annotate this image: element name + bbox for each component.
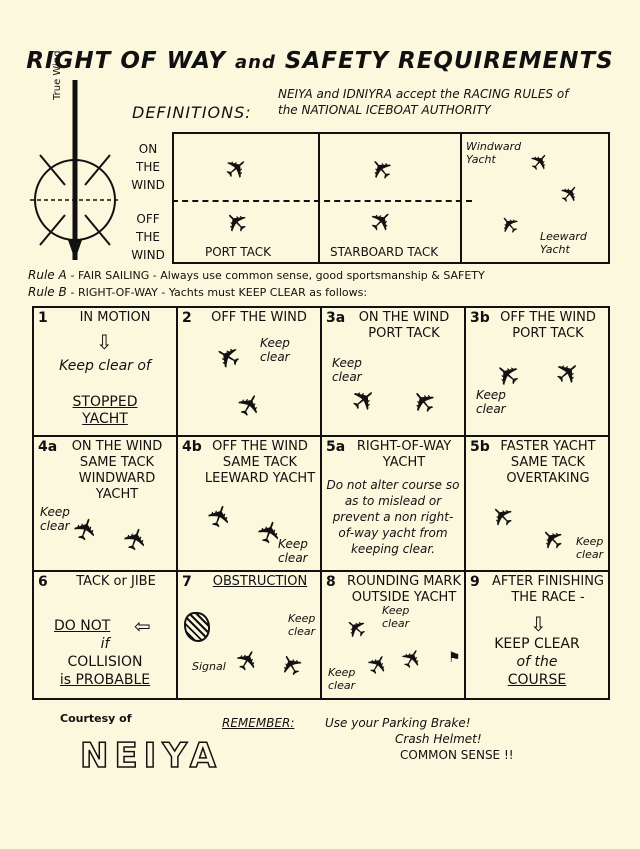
- obstruction-icon: [184, 612, 210, 642]
- off-the-wind-label: OFF THE WIND: [131, 212, 165, 262]
- iceboat-icon: ✈: [338, 608, 375, 646]
- starboard-tack-label: STARBOARD TACK: [330, 245, 439, 259]
- rule-cell-1: 1 IN MOTION ⇩ Keep clear of STOPPED YACH…: [32, 306, 178, 437]
- rule-cell-2: 2 OFF THE WIND Keep clear ✈ ✈: [176, 306, 322, 437]
- courtesy-label: Courtesy of: [60, 712, 132, 725]
- keep-clear-note: Keep clear: [476, 388, 506, 416]
- rule-b: Rule B - RIGHT-OF-WAY - Yachts must KEEP…: [28, 285, 368, 299]
- keep-clear-note: Keep clear: [382, 604, 410, 630]
- iceboat-icon: ✈: [208, 334, 249, 377]
- definitions-label: DEFINITIONS:: [132, 103, 252, 122]
- definitions-grid: [172, 132, 610, 264]
- iceboat-icon: ✈: [403, 379, 447, 422]
- rule-cell-5a: 5a RIGHT-OF-WAY YACHT Do not alter cours…: [320, 435, 466, 572]
- leeward-yacht-label: Leeward Yacht: [540, 230, 587, 256]
- wind-divider-line: [172, 200, 472, 202]
- iceboat-icon: ✈: [343, 379, 386, 422]
- grid-divider: [318, 132, 320, 262]
- rule-cell-7: 7 OBSTRUCTION Keep clear Signal ✈ ✈: [176, 570, 322, 700]
- port-tack-label: PORT TACK: [205, 245, 271, 259]
- reminder-line-3: COMMON SENSE !!: [400, 748, 514, 762]
- keep-clear-note: Keep clear: [332, 356, 362, 384]
- grid-divider: [460, 132, 462, 262]
- signal-label: Signal: [192, 660, 226, 673]
- keep-clear-note: Keep clear: [288, 612, 316, 638]
- on-the-wind-label: ON THE WIND: [131, 142, 165, 192]
- rule-cell-3a: 3a ON THE WIND PORT TACK Keep clear ✈ ✈: [320, 306, 466, 437]
- windward-yacht-label: Windward Yacht: [466, 140, 522, 166]
- iceboat-icon: ✈: [532, 518, 573, 559]
- iceboat-icon: ✈: [482, 495, 523, 536]
- keep-clear-note-2: Keep clear: [328, 666, 356, 692]
- wind-compass-diagram: [30, 80, 120, 260]
- reminder-line-2: Crash Helmet!: [395, 732, 482, 746]
- do-not-label: DO NOT: [54, 618, 111, 634]
- reminder-line-1: Use your Parking Brake!: [325, 716, 471, 730]
- down-arrow-icon: ⇩: [96, 330, 113, 354]
- authority-note: NEIYA and IDNIYRA accept the RACING RULE…: [278, 87, 569, 117]
- iceboat-icon: ✈: [227, 642, 268, 679]
- keep-clear-note: Keep clear: [40, 505, 70, 533]
- true-wind-label: True Wind: [52, 50, 63, 100]
- iceboat-icon: ✈: [271, 646, 312, 683]
- left-arrow-icon: ⇦: [134, 614, 151, 638]
- remember-label: REMEMBER:: [222, 716, 295, 730]
- rule-cell-6: 6 TACK or JIBE DO NOT ⇦ if COLLISION is …: [32, 570, 178, 700]
- down-arrow-icon: ⇩: [530, 612, 547, 636]
- keep-clear-note: Keep clear: [576, 535, 604, 561]
- rule-cell-5b: 5b FASTER YACHT SAME TACK OVERTAKING Kee…: [464, 435, 610, 572]
- keep-clear-note: Keep clear: [260, 336, 290, 364]
- rule-cell-4b: 4b OFF THE WIND SAME TACK LEEWARD YACHT …: [176, 435, 322, 572]
- iceboat-icon: ✈: [547, 352, 590, 395]
- iceboat-icon: ✈: [115, 521, 158, 558]
- mark-flag-icon: ⚑: [448, 650, 461, 666]
- rule-cell-8: 8 ROUNDING MARK OUTSIDE YACHT Keep clear…: [320, 570, 466, 700]
- iceboat-icon: ✈: [229, 385, 273, 426]
- neiya-logo: NEIYA: [79, 735, 223, 777]
- rule-a: Rule A - FAIR SAILING - Always use commo…: [28, 268, 485, 282]
- rule-cell-4a: 4a ON THE WIND SAME TACK WINDWARD YACHT …: [32, 435, 178, 572]
- iceboat-icon: ✈: [394, 642, 432, 676]
- keep-clear-note: Keep clear: [278, 537, 308, 565]
- iceboat-icon: ✈: [65, 511, 108, 548]
- rule-cell-3b: 3b OFF THE WIND PORT TACK Keep clear ✈ ✈: [464, 306, 610, 437]
- iceboat-icon: ✈: [199, 498, 242, 535]
- rule-cell-9: 9 AFTER FINISHING THE RACE - ⇩ KEEP CLEA…: [464, 570, 610, 700]
- page-title: RIGHT OF WAY and SAFETY REQUIREMENTS: [26, 48, 614, 74]
